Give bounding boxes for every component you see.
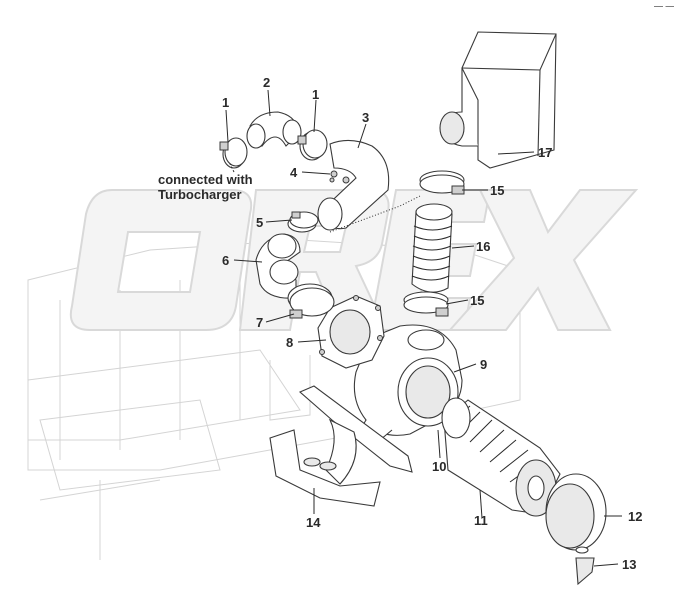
part-15-lower-clamp [403,291,449,317]
background-chassis-sketch [27,239,521,560]
callout-14: 14 [306,515,321,530]
callout-4: 4 [290,165,298,180]
callout-7: 7 [256,315,264,330]
callout-8: 8 [286,335,294,350]
part-1-clamp-right [297,129,328,161]
callout-11: 11 [474,513,488,528]
callout-15-upper: 15 [490,183,505,198]
part-17-intake-hood [439,31,557,169]
callout-3: 3 [362,110,370,125]
part-3-intake-pipe [317,139,390,231]
part-16-bellows-hose [411,203,453,293]
callout-1-left: 1 [222,95,230,110]
part-4-fitting [329,170,338,183]
callout-15-lower: 15 [470,293,485,308]
part-1-clamp-left [219,137,248,169]
part-6-lower-elbow [255,233,301,299]
part-13-dust-valve [575,546,595,586]
callout-9: 9 [480,357,488,372]
callout-17: 17 [538,145,553,160]
callout-5: 5 [256,215,264,230]
part-15-upper-clamp [419,170,465,195]
note-line-1: connected with [158,172,253,187]
corner-mark: — — [654,1,674,11]
part-11-filter-element [441,397,561,517]
part-14-bracket [269,385,413,507]
callout-10: 10 [432,459,447,474]
callout-6: 6 [222,253,230,268]
callout-2: 2 [263,75,271,90]
note-line-2: Turbocharger [158,187,242,202]
part-12-end-cap [545,473,607,551]
callout-12: 12 [628,509,643,524]
callout-13: 13 [622,557,637,572]
part-8-gasket-plate [317,295,385,369]
part-2-elbow [246,111,302,149]
part-7-clamp [287,283,335,319]
part-9-filter-housing [353,324,463,441]
turbocharger-note: connected with Turbocharger [158,172,253,202]
part-5-clamp [287,211,319,233]
callout-1-right: 1 [312,87,320,102]
callout-16: 16 [476,239,491,254]
leader-lines [225,89,622,567]
